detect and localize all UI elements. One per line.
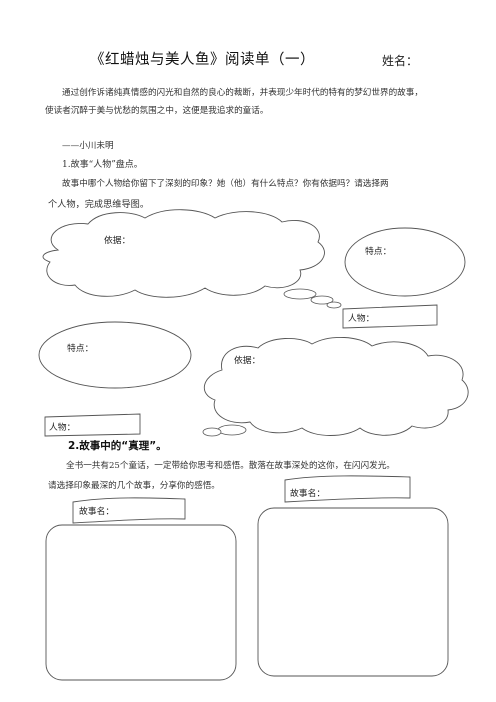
character-box-1 — [342, 304, 438, 329]
intro-line-1: 通过创作诉诸纯真情感的闪光和自然的良心的裁断，并表现少年时代的特有的梦幻世界的故… — [62, 88, 423, 98]
cloud-1-bubble-small — [326, 301, 342, 309]
story-box-right — [257, 507, 449, 677]
cloud-2-bubble-large — [217, 424, 247, 436]
cloud-1-bubble-large — [283, 288, 317, 300]
story-name-label-right: 故事名： — [290, 489, 326, 499]
trait-label-1: 特点： — [365, 247, 392, 257]
character-box-2 — [44, 413, 141, 437]
evidence-label-1: 依据： — [104, 236, 131, 246]
story-name-label-left: 故事名： — [79, 507, 115, 517]
thought-cloud-2 — [204, 336, 469, 436]
intro-attribution: ——小川未明 — [62, 141, 114, 151]
section2-heading: 2.故事中的“真理”。 — [68, 440, 167, 452]
character-label-2: 人物： — [49, 423, 76, 433]
section1-heading: 1.故事“人物”盘点。 — [62, 160, 143, 170]
story-name-tag-left — [72, 497, 186, 524]
intro-line-2: 使读者沉醉于美与忧愁的氛围之中，这便是我追求的童话。 — [45, 106, 269, 116]
character-label-1: 人物： — [348, 314, 375, 324]
story-box-left — [45, 524, 237, 681]
evidence-label-2: 依据： — [234, 356, 261, 366]
story-name-tag-right — [284, 475, 411, 503]
trait-ellipse-1 — [344, 227, 466, 297]
student-name-label: 姓名： — [382, 54, 419, 68]
worksheet-title: 《红蜡烛与美人鱼》阅读单（一） — [90, 52, 315, 68]
section2-prompt-line-1: 全书一共有25个童话，一定带给你思考和感悟。散落在故事深处的这你，在闪闪发光。 — [66, 461, 395, 471]
trait-label-2: 特点： — [67, 344, 94, 354]
cloud-1-bubble-medium — [310, 295, 334, 305]
thought-cloud-1 — [42, 209, 325, 298]
section2-prompt-line-2: 请选择印象最深的几个故事，分享你的感悟。 — [48, 481, 220, 491]
cloud-2-bubble-medium — [202, 427, 222, 437]
section1-prompt-line-2: 个人物，完成思维导图。 — [48, 199, 150, 210]
trait-ellipse-2 — [38, 321, 192, 389]
section1-prompt-line-1: 故事中哪个人物给你留下了深刻的印象？她（他）有什么特点？你有依据吗？请选择两 — [62, 179, 389, 189]
